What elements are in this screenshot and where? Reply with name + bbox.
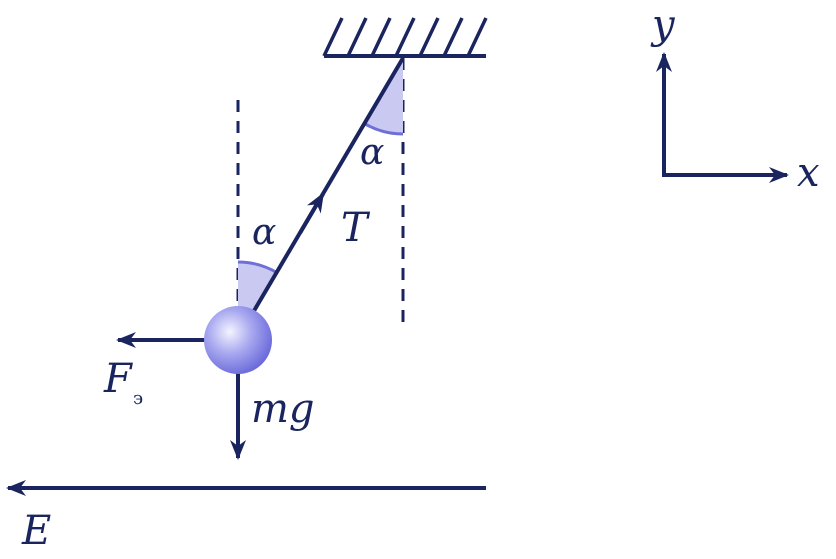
electric-force-subscript: э — [133, 388, 143, 409]
coordinate-axes — [656, 52, 789, 183]
angle-top-label: α — [360, 132, 384, 173]
y-axis-label: y — [650, 2, 676, 48]
tension-arrow — [298, 192, 325, 235]
tension-label: T — [341, 205, 371, 251]
angle-bottom-label: α — [252, 212, 276, 253]
field-label: E — [21, 508, 51, 554]
electric-force-label: F — [103, 356, 133, 402]
x-axis-label: x — [797, 150, 820, 196]
ceiling-support — [322, 17, 488, 58]
angle-arc-bottom — [237, 260, 278, 274]
gravity-label: mg — [251, 386, 315, 432]
angle-arc-top — [363, 122, 404, 136]
charged-ball — [204, 306, 272, 374]
